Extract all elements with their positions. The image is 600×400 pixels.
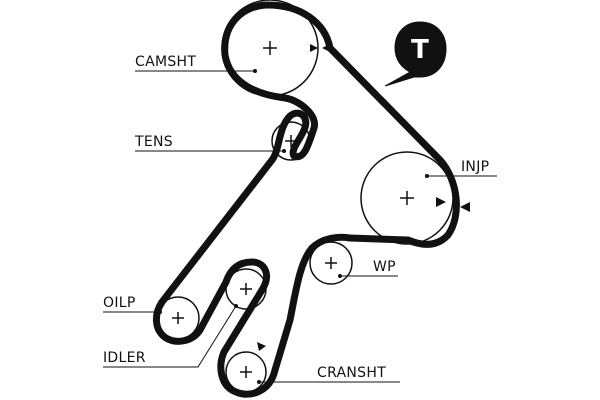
plus-center-icon bbox=[240, 283, 252, 295]
oilp-pulley-circle bbox=[156, 296, 200, 340]
timing-mark-arrow-icon bbox=[460, 202, 470, 212]
idler-pulley-circle bbox=[225, 268, 267, 310]
timing-mark-arrow-icon bbox=[322, 44, 330, 52]
plus-center-icon bbox=[240, 366, 252, 378]
tensioner-badge-icon: T bbox=[384, 21, 447, 87]
injp-pulley-circle bbox=[360, 151, 454, 245]
timing-mark-arrow-icon bbox=[257, 342, 266, 351]
badge-letter: T bbox=[411, 35, 429, 65]
pulley-cransht bbox=[225, 342, 400, 393]
label-cransht: CRANSHT bbox=[317, 365, 386, 381]
pulley-tens bbox=[135, 121, 311, 161]
tens-pulley-circle bbox=[271, 121, 311, 161]
label-tens: TENS bbox=[134, 134, 173, 150]
label-injp: INJP bbox=[461, 159, 489, 175]
wp-pulley-circle bbox=[309, 241, 353, 285]
plus-center-icon bbox=[172, 312, 184, 324]
plus-center-icon bbox=[400, 191, 414, 205]
label-wp: WP bbox=[373, 259, 396, 275]
pulley-idler bbox=[103, 268, 267, 368]
label-oilp: OILP bbox=[103, 295, 136, 311]
timing-mark-arrow-icon bbox=[436, 197, 446, 207]
plus-center-icon bbox=[263, 41, 277, 55]
pulley-injp bbox=[360, 151, 497, 245]
plus-center-icon bbox=[325, 257, 337, 269]
label-camsht: CAMSHT bbox=[135, 54, 196, 70]
plus-center-icon bbox=[285, 135, 297, 147]
badge-bubble bbox=[384, 21, 447, 87]
pulley-oilp bbox=[103, 296, 200, 340]
timing-belt bbox=[153, 1, 460, 398]
timing-mark-arrow-icon bbox=[310, 44, 318, 52]
pulley-camsht bbox=[135, 0, 330, 97]
pulley-wp bbox=[309, 241, 398, 285]
label-idler: IDLER bbox=[103, 350, 146, 366]
idler-leader-line bbox=[103, 305, 237, 368]
cransht-pulley-circle bbox=[225, 351, 267, 393]
